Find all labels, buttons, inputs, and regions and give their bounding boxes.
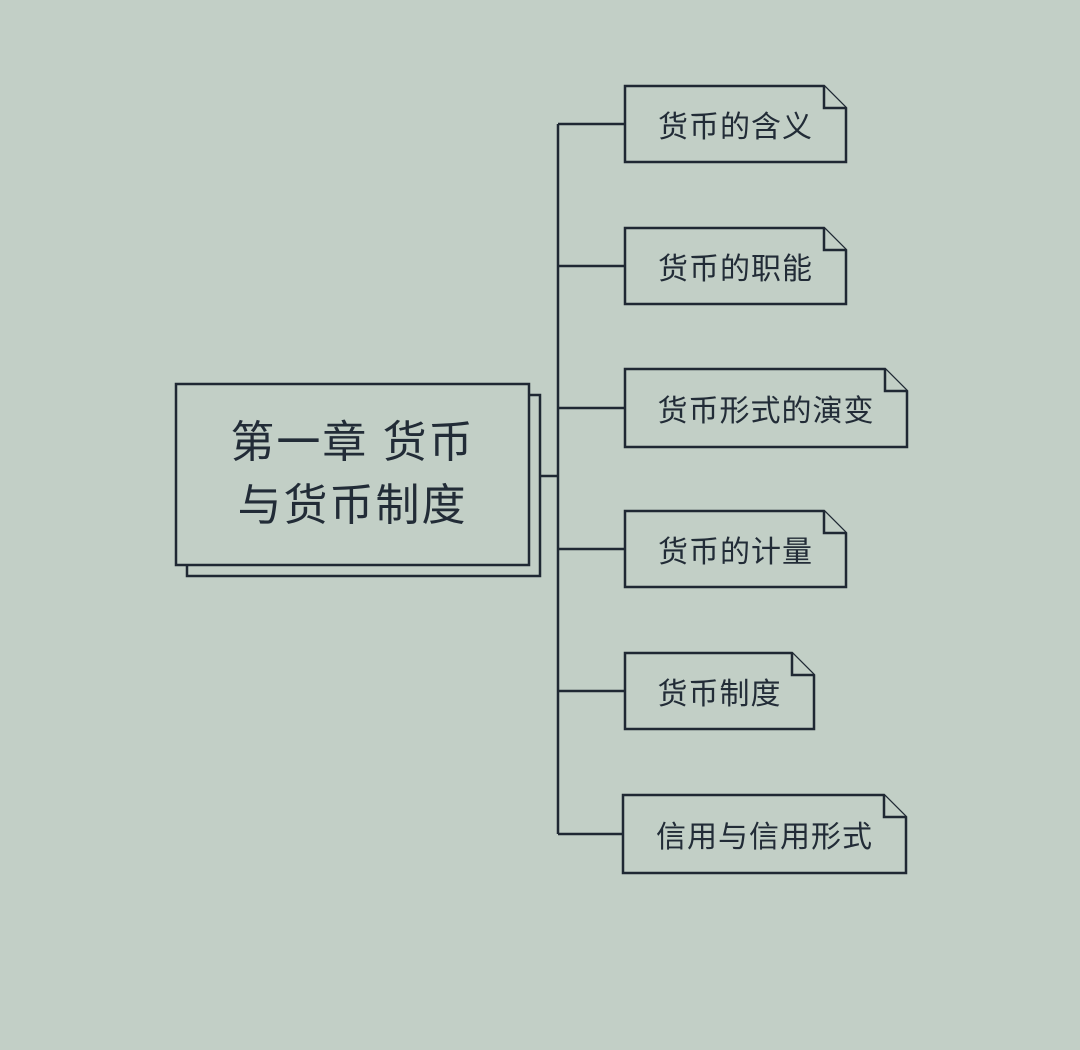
node-2-fold-corner (822, 228, 846, 252)
node-evolution-of-money-forms[interactable]: 货币形式的演变 (625, 369, 907, 447)
node-label: 货币的计量 (658, 536, 813, 569)
node-label: 货币的职能 (658, 253, 813, 286)
node-label: 货币的含义 (658, 111, 813, 144)
node-label: 信用与信用形式 (656, 821, 873, 854)
node-3-shape (623, 367, 909, 449)
node-label: 货币形式的演变 (657, 395, 875, 428)
root-node-label-line-2: 与货币制度 (237, 480, 468, 530)
root-node-label-line-1: 第一章 货币 (230, 418, 475, 468)
node-definition-of-money[interactable]: 货币的含义 (625, 86, 846, 162)
node-4-shape (623, 509, 848, 589)
node-functions-of-money[interactable]: 货币的职能 (625, 228, 846, 304)
node-credit-and-credit-forms[interactable]: 信用与信用形式 (623, 795, 906, 873)
node-1-fold-corner (822, 86, 846, 110)
root-node[interactable]: 第一章 货币 与货币制度 (176, 384, 529, 565)
node-5-fold-corner (790, 653, 814, 677)
node-4-fold-corner (822, 511, 846, 535)
node-6-fold-corner (882, 795, 906, 819)
node-monetary-system[interactable]: 货币制度 (625, 653, 814, 729)
node-1-shape (623, 84, 848, 164)
node-measurement-of-money[interactable]: 货币的计量 (625, 511, 846, 587)
node-5-shape (623, 651, 816, 731)
root-node-shape (174, 382, 531, 567)
node-label: 货币制度 (657, 678, 782, 711)
node-3-fold-corner (883, 369, 907, 393)
node-2-shape (623, 226, 848, 306)
node-6-shape (621, 793, 908, 875)
